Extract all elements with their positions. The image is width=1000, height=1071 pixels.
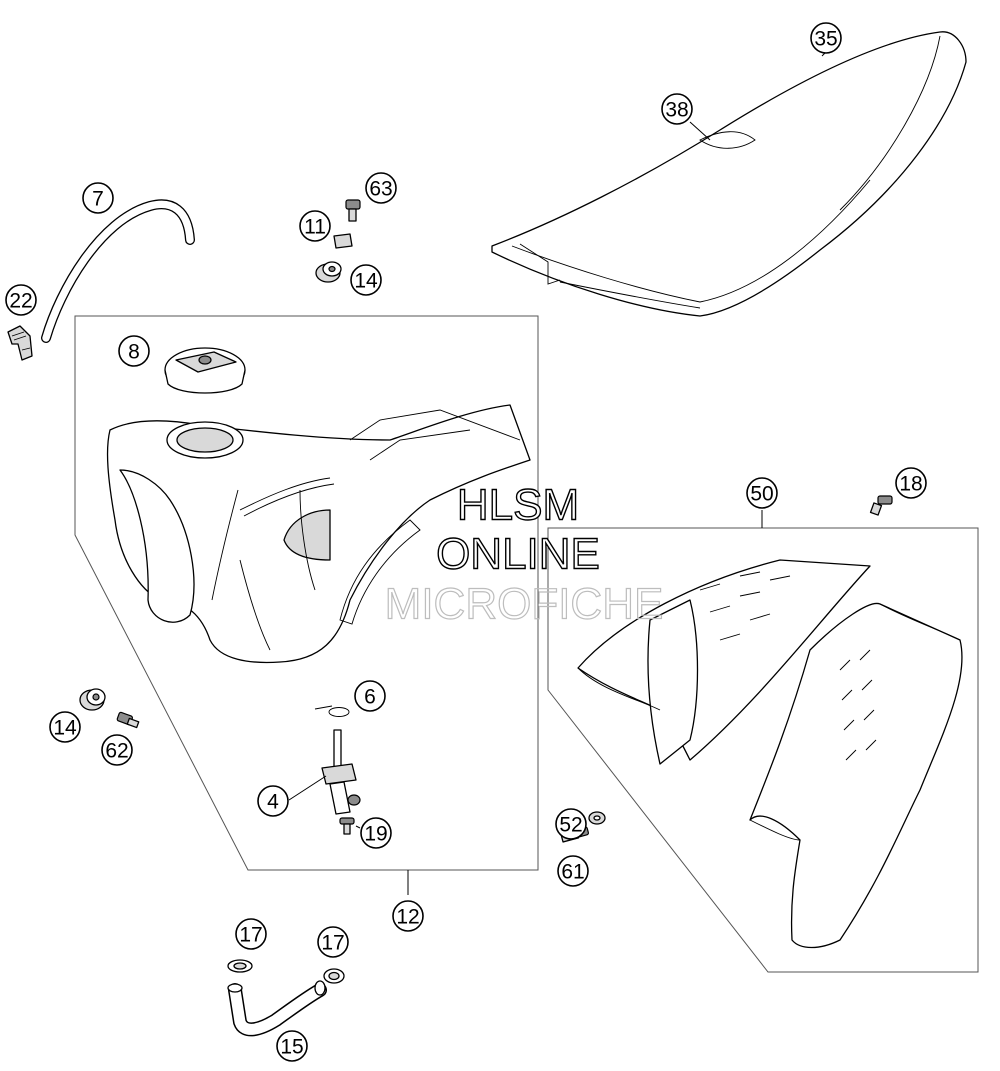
washer-52-part xyxy=(588,811,606,825)
callout-6[interactable]: 6 xyxy=(354,680,386,712)
svg-text:50: 50 xyxy=(750,483,773,506)
svg-text:8: 8 xyxy=(128,341,140,364)
svg-text:17: 17 xyxy=(239,924,262,947)
callout-22[interactable]: 22 xyxy=(5,284,37,316)
callout-62[interactable]: 62 xyxy=(101,734,133,766)
svg-text:63: 63 xyxy=(369,178,392,201)
svg-text:35: 35 xyxy=(814,28,837,51)
svg-text:6: 6 xyxy=(364,686,376,709)
screw-63-part xyxy=(345,199,361,222)
callout-19[interactable]: 19 xyxy=(360,817,392,849)
callout-14-lower[interactable]: 14 xyxy=(49,711,81,743)
fuel-tap-part xyxy=(321,729,361,815)
callout-17-right[interactable]: 17 xyxy=(317,926,349,958)
svg-text:18: 18 xyxy=(899,473,922,496)
callout-35[interactable]: 35 xyxy=(810,22,842,54)
callout-15[interactable]: 15 xyxy=(276,1030,308,1062)
fuel-hose-part xyxy=(227,980,327,1037)
callout-52[interactable]: 52 xyxy=(555,808,587,840)
svg-text:14: 14 xyxy=(354,270,378,293)
screw-19-part xyxy=(339,817,355,835)
watermark-line-1: HLSM xyxy=(457,481,579,530)
watermark-line-2: ONLINE xyxy=(436,530,600,579)
breather-hose-part xyxy=(41,199,195,343)
elbow-fitting-part xyxy=(7,325,33,361)
watermark-line-3: MICROFICHE xyxy=(385,580,664,629)
screw-18-part xyxy=(869,495,893,516)
svg-text:61: 61 xyxy=(561,861,584,884)
callout-12[interactable]: 12 xyxy=(392,900,424,932)
svg-text:17: 17 xyxy=(321,932,344,955)
fuel-cap-part xyxy=(164,347,246,394)
rubber-bushing-14-part xyxy=(315,261,342,283)
fuel-tank-group-frame xyxy=(74,315,539,871)
callout-14-upper[interactable]: 14 xyxy=(350,264,382,296)
callout-4[interactable]: 4 xyxy=(257,785,289,817)
rubber-bushing-14-lower-part xyxy=(79,688,106,711)
callout-63[interactable]: 63 xyxy=(365,172,397,204)
callout-7[interactable]: 7 xyxy=(82,182,114,214)
washer-11-part xyxy=(333,233,353,249)
spoiler-right-part xyxy=(749,602,963,949)
o-ring-part xyxy=(328,707,350,717)
svg-text:22: 22 xyxy=(9,290,32,313)
svg-text:11: 11 xyxy=(304,216,326,239)
svg-text:19: 19 xyxy=(364,823,387,846)
svg-text:12: 12 xyxy=(396,906,419,929)
svg-text:4: 4 xyxy=(267,791,279,814)
spoiler-left-part xyxy=(577,559,871,765)
screw-62-part xyxy=(116,711,140,729)
svg-text:62: 62 xyxy=(105,740,128,763)
svg-text:15: 15 xyxy=(280,1036,303,1059)
svg-text:38: 38 xyxy=(665,99,688,122)
callout-17-left[interactable]: 17 xyxy=(235,918,267,950)
callout-38[interactable]: 38 xyxy=(661,93,693,125)
hose-clamp-left-part xyxy=(227,959,253,973)
callout-18[interactable]: 18 xyxy=(895,467,927,499)
seat-part xyxy=(491,31,967,317)
svg-text:7: 7 xyxy=(92,188,104,211)
leader-lines xyxy=(288,51,827,895)
watermark: HLSM ONLINE MICROFICHE xyxy=(384,480,664,629)
callout-50[interactable]: 50 xyxy=(746,477,778,509)
hose-clamp-right-part xyxy=(323,968,345,984)
spoiler-group-frame xyxy=(547,527,979,973)
svg-text:52: 52 xyxy=(559,814,582,837)
callout-61[interactable]: 61 xyxy=(557,855,589,887)
callout-11[interactable]: 11 xyxy=(299,210,331,242)
svg-text:14: 14 xyxy=(53,717,77,740)
fuel-tank-part xyxy=(106,404,531,664)
callout-8[interactable]: 8 xyxy=(118,335,150,367)
